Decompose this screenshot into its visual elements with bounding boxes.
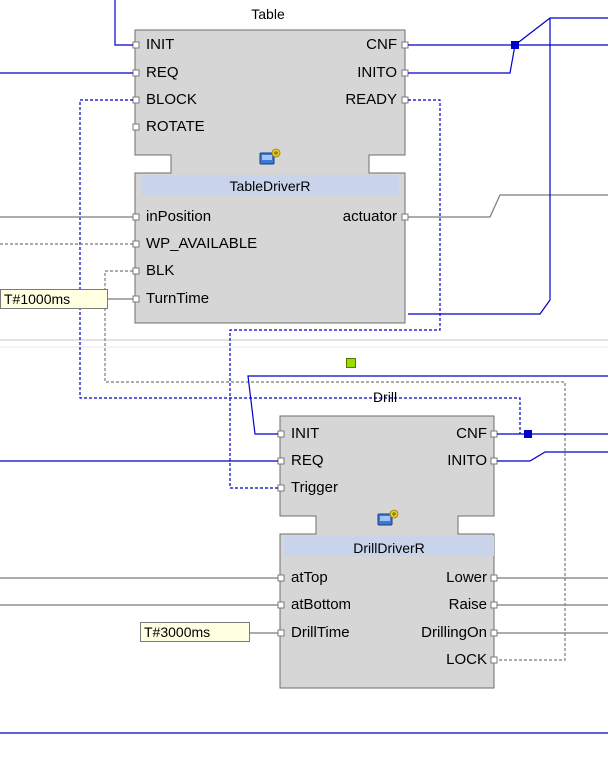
table-event-input-block[interactable]: BLOCK bbox=[146, 91, 197, 108]
table-data-input-blk[interactable]: BLK bbox=[146, 262, 175, 279]
wire-table-actuator bbox=[408, 194, 608, 218]
drill-data-input-tick bbox=[277, 601, 285, 609]
drill-data-input-atbottom[interactable]: atBottom bbox=[291, 596, 352, 613]
drill-event-output-tick bbox=[490, 430, 498, 438]
drill-data-output-tick bbox=[490, 601, 498, 609]
table-data-input-turntime[interactable]: TurnTime bbox=[146, 290, 210, 307]
drill-data-output-tick bbox=[490, 574, 498, 582]
drill-event-input-req[interactable]: REQ bbox=[291, 452, 324, 469]
wire-table-inito-branch bbox=[514, 17, 608, 46]
drill-drilltime-parameter[interactable]: T#3000ms bbox=[140, 622, 250, 642]
selection-marker[interactable] bbox=[346, 358, 356, 368]
table-event-output-tick bbox=[401, 69, 409, 77]
table-data-input-tick bbox=[132, 213, 140, 221]
table-turntime-parameter[interactable]: T#1000ms bbox=[0, 289, 108, 309]
drill-data-output-lower[interactable]: Lower bbox=[446, 569, 487, 586]
table-event-output-cnf[interactable]: CNF bbox=[366, 36, 397, 53]
table-junction-node bbox=[511, 41, 519, 49]
drill-event-output-tick bbox=[490, 457, 498, 465]
drill-data-output-tick bbox=[490, 629, 498, 637]
wire-table-inito bbox=[408, 44, 516, 74]
table-event-input-req[interactable]: REQ bbox=[146, 64, 179, 81]
table-data-output-actuator[interactable]: actuator bbox=[342, 208, 397, 225]
table-event-output-tick bbox=[401, 41, 409, 49]
table-event-input-tick bbox=[132, 123, 140, 131]
table-composite-block-icon bbox=[259, 148, 281, 165]
drill-instance-name[interactable]: Drill bbox=[372, 389, 398, 405]
table-type-name: TableDriverR bbox=[229, 178, 311, 194]
table-data-output-tick bbox=[401, 213, 409, 221]
drill-data-input-drilltime[interactable]: DrillTime bbox=[291, 624, 350, 641]
table-event-input-tick bbox=[132, 69, 140, 77]
table-event-output-tick bbox=[401, 96, 409, 104]
drill-data-output-lock[interactable]: LOCK bbox=[446, 651, 487, 668]
drill-data-input-tick bbox=[277, 574, 285, 582]
wire-drill-init bbox=[247, 375, 608, 435]
table-data-input-inposition[interactable]: inPosition bbox=[146, 208, 212, 225]
drill-data-output-tick bbox=[490, 656, 498, 664]
table-data-input-tick bbox=[132, 267, 140, 275]
table-event-input-tick bbox=[132, 96, 140, 104]
drill-type-name: DrillDriverR bbox=[353, 540, 425, 556]
drill-event-input-trigger[interactable]: Trigger bbox=[291, 479, 338, 496]
wire-table-rotate-return bbox=[408, 18, 551, 315]
table-event-input-init[interactable]: INIT bbox=[146, 36, 175, 53]
wire-table-init bbox=[114, 0, 133, 46]
drill-event-input-init[interactable]: INIT bbox=[291, 425, 320, 442]
table-data-input-wp-available[interactable]: WP_AVAILABLE bbox=[146, 235, 258, 252]
drill-data-input-tick bbox=[277, 629, 285, 637]
drill-event-input-tick bbox=[277, 430, 285, 438]
drill-event-output-inito[interactable]: INITO bbox=[447, 452, 487, 469]
drill-event-output-cnf[interactable]: CNF bbox=[456, 425, 487, 442]
table-event-input-tick bbox=[132, 41, 140, 49]
wire-drill-inito bbox=[497, 451, 608, 462]
table-event-input-rotate[interactable]: ROTATE bbox=[146, 118, 205, 135]
drill-junction-node bbox=[524, 430, 532, 438]
table-instance-name[interactable]: Table bbox=[251, 6, 285, 22]
table-data-input-tick bbox=[132, 240, 140, 248]
wire-table-ready bbox=[229, 99, 441, 489]
drill-data-input-attop[interactable]: atTop bbox=[291, 569, 328, 586]
drill-event-input-tick bbox=[277, 457, 285, 465]
table-type-band bbox=[141, 175, 399, 195]
table-data-input-tick bbox=[132, 295, 140, 303]
table-event-output-inito[interactable]: INITO bbox=[357, 64, 397, 81]
drill-event-input-tick bbox=[277, 484, 285, 492]
drill-composite-block-icon bbox=[377, 509, 399, 526]
drill-data-output-drillingon[interactable]: DrillingOn bbox=[421, 624, 487, 641]
wire-table-block bbox=[79, 99, 521, 434]
table-event-output-ready[interactable]: READY bbox=[345, 91, 397, 108]
drill-type-band bbox=[284, 536, 494, 556]
drill-data-output-raise[interactable]: Raise bbox=[448, 596, 487, 613]
